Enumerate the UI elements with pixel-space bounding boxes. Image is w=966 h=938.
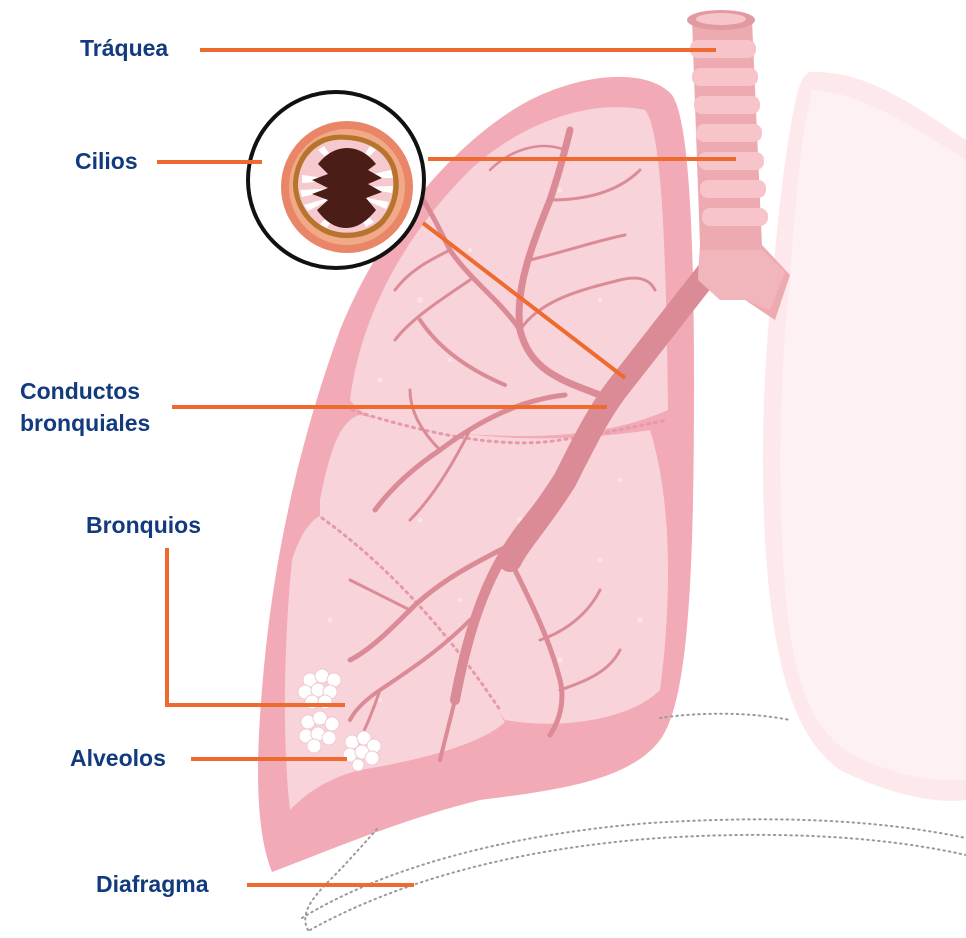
cilia-inset	[248, 92, 424, 268]
right-lung	[763, 72, 966, 801]
label-diafragma: Diafragma	[96, 870, 208, 898]
trachea	[687, 10, 790, 320]
label-alveolos: Alveolos	[70, 744, 166, 772]
label-traquea: Tráquea	[80, 34, 168, 62]
label-cilios: Cilios	[75, 147, 138, 175]
label-conductos-line1: Conductos	[20, 377, 140, 405]
label-bronquios: Bronquios	[86, 511, 201, 539]
label-conductos-line2: bronquiales	[20, 409, 150, 437]
